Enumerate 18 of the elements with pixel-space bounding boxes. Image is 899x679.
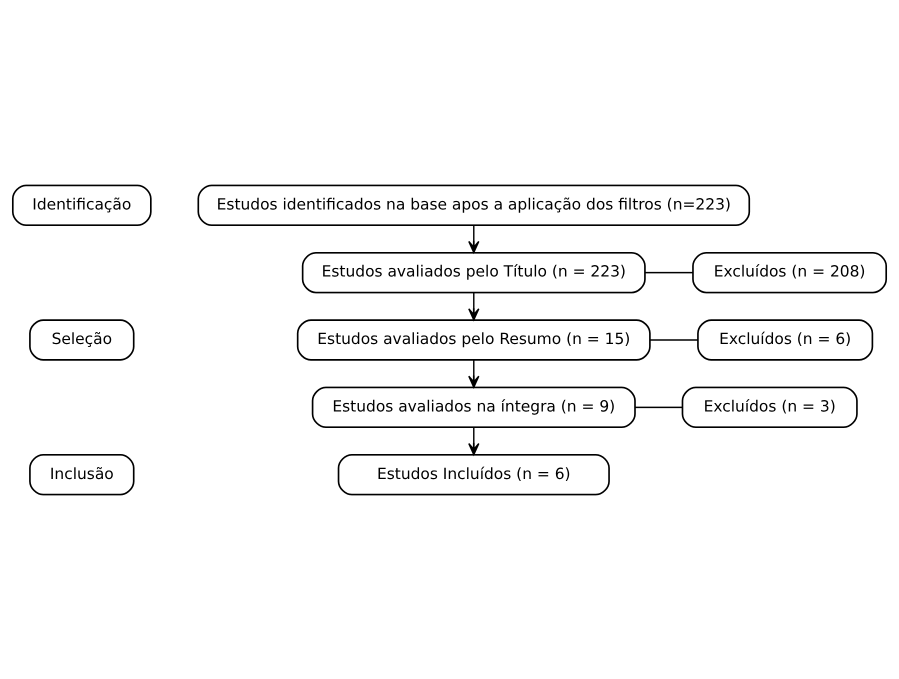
node-box: Estudos avaliados pelo Título (n = 223) <box>302 251 646 293</box>
connector <box>635 406 682 408</box>
arrow <box>468 292 480 320</box>
connector <box>644 271 693 273</box>
node-box: Estudos Incluídos (n = 6) <box>338 454 610 495</box>
node-box: Excluídos (n = 3) <box>682 386 858 428</box>
node-box: Seleção <box>29 318 135 360</box>
node-box: Estudos identificados na base apos a aplicação dos filtros (n=223) <box>197 184 750 226</box>
arrow <box>468 359 480 388</box>
node-box: Excluídos (n = 208) <box>692 251 888 293</box>
connector <box>650 338 698 340</box>
arrow <box>468 426 480 455</box>
node-box: Estudos avaliados na íntegra (n = 9) <box>312 386 636 428</box>
arrow <box>468 224 480 253</box>
node-box: Excluídos (n = 6) <box>697 318 874 360</box>
node-box: Inclusão <box>29 454 135 495</box>
node-box: Identificação <box>12 184 152 226</box>
node-box: Estudos avaliados pelo Resumo (n = 15) <box>296 318 651 360</box>
